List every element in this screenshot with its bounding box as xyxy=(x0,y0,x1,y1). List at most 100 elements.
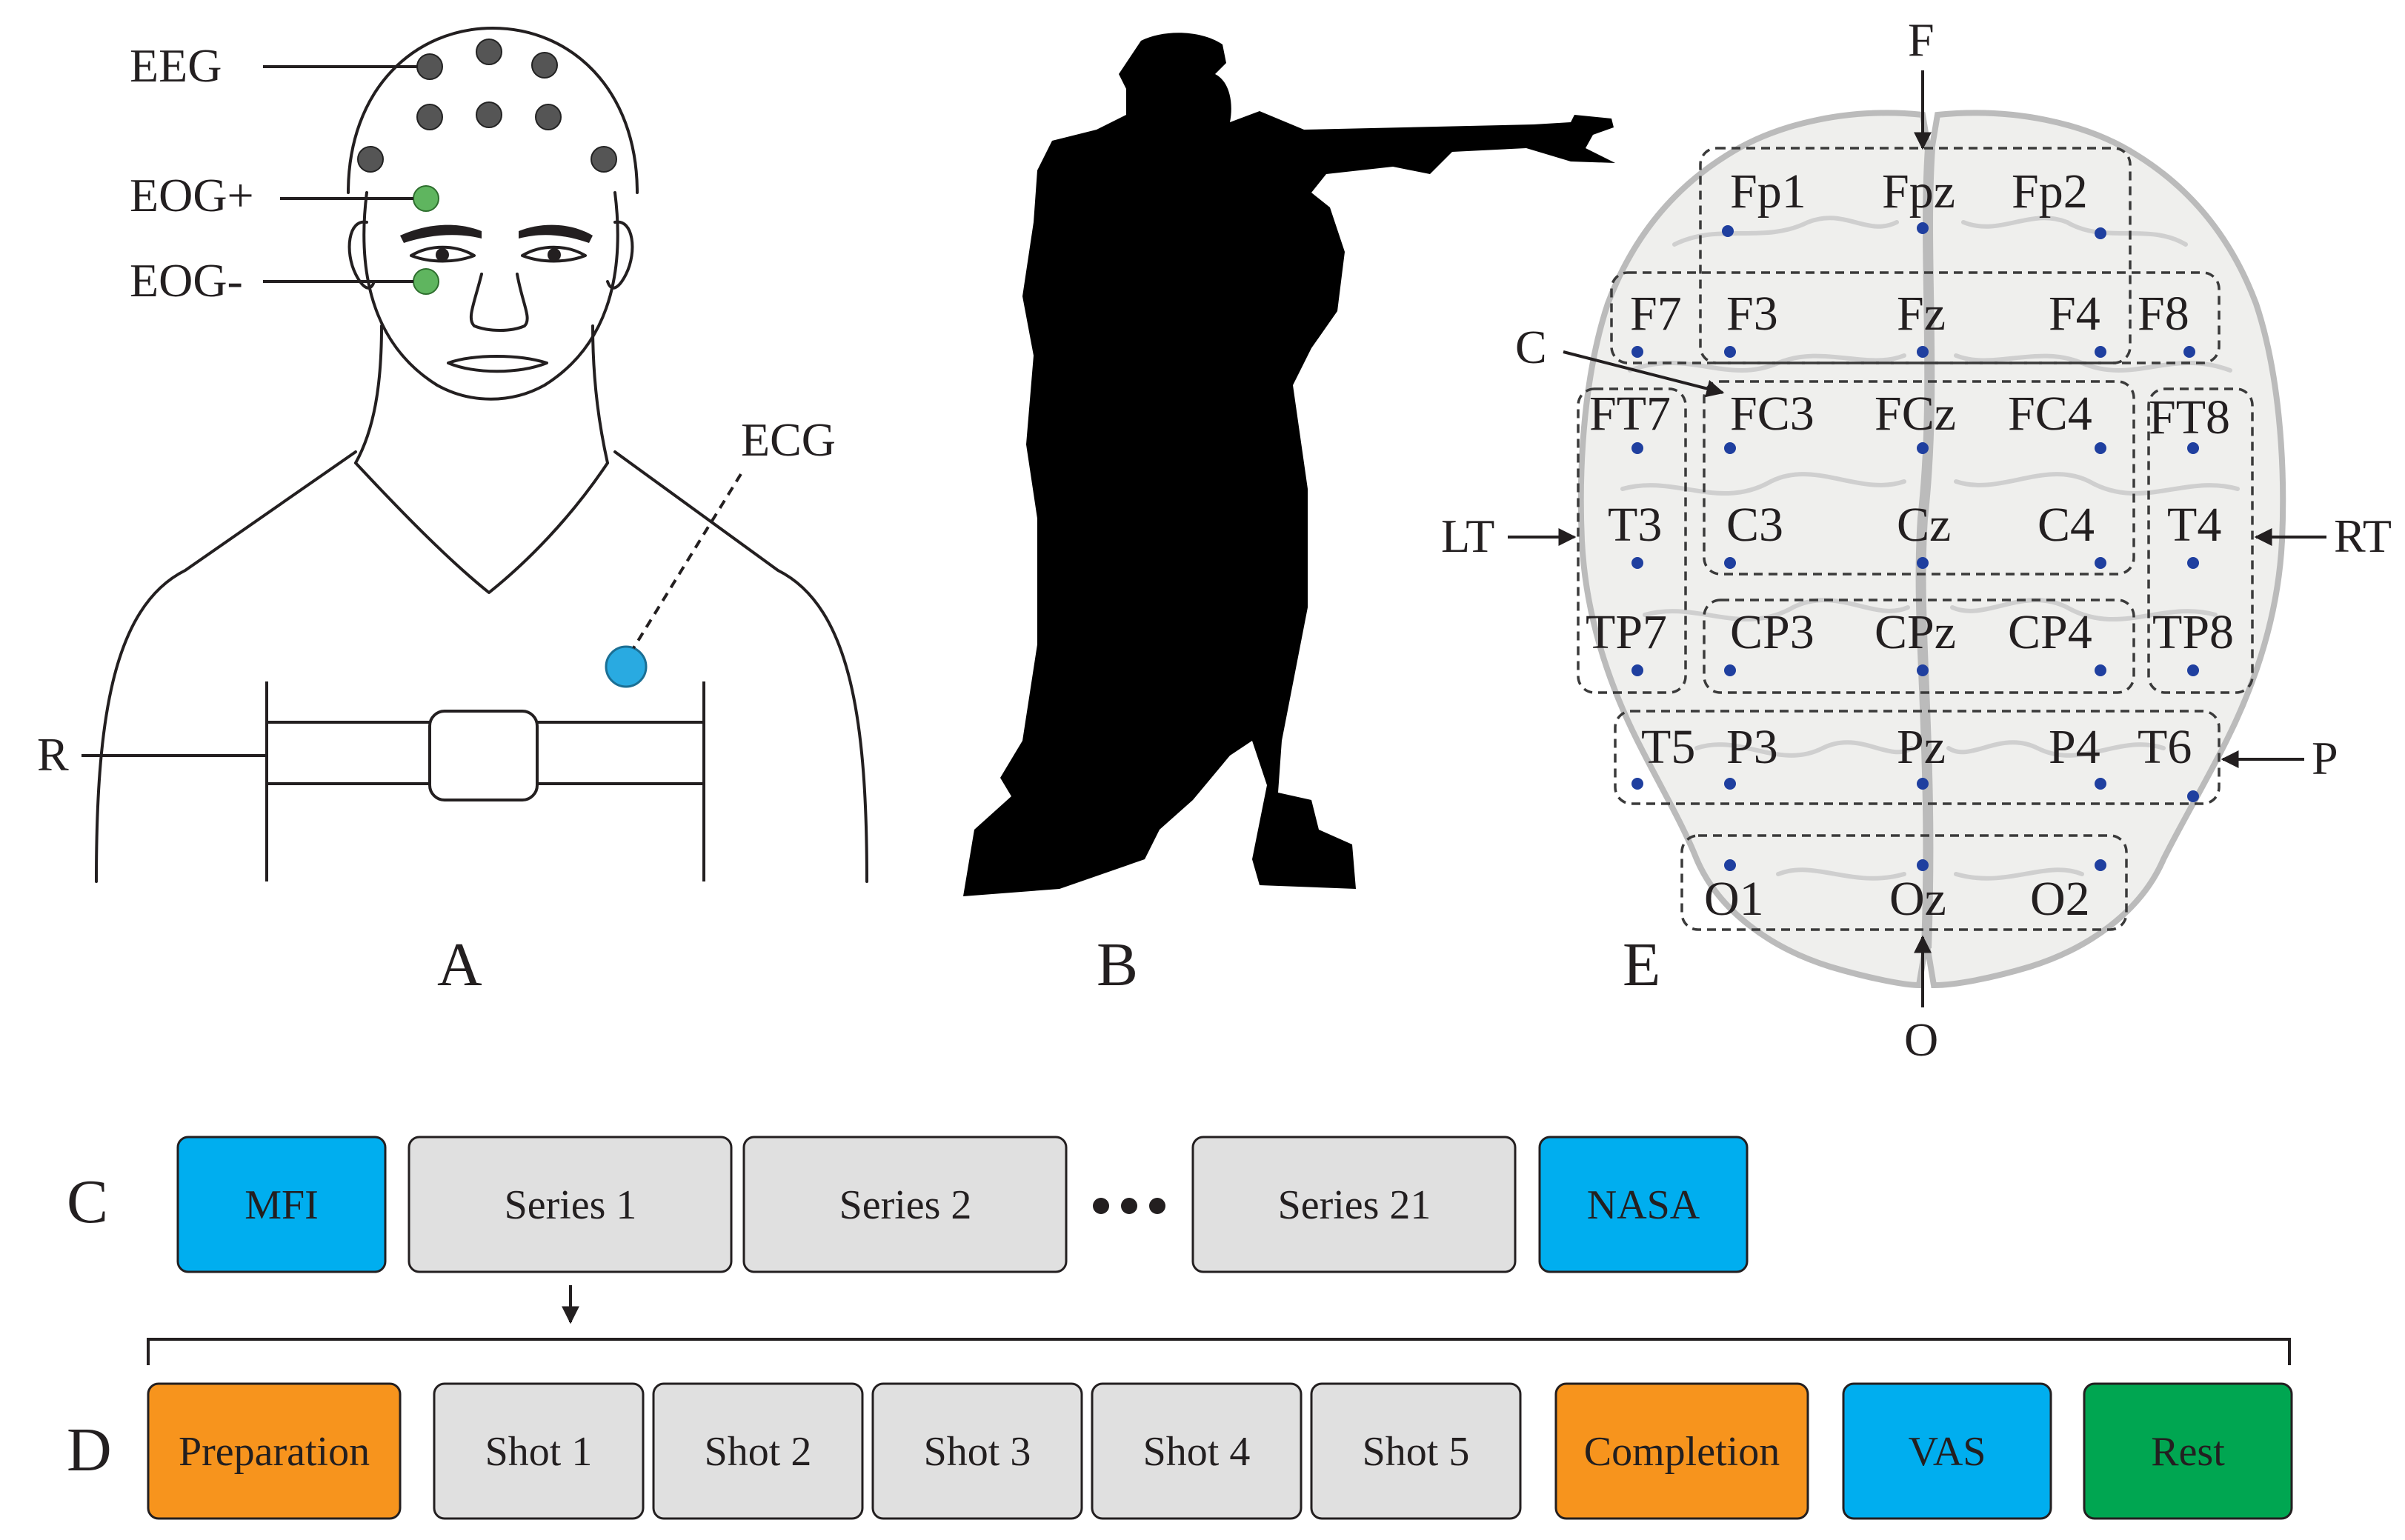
row-c-letter: C xyxy=(67,1167,108,1236)
electrode-ft8: FT8 xyxy=(2149,390,2230,444)
panel-e: Fp1 Fpz Fp2 F7 F3 Fz F4 F8 FT7 FC3 FCz F… xyxy=(1441,13,2392,1066)
box-vas xyxy=(1842,1382,2052,1520)
panel-a-letter: A xyxy=(437,930,482,999)
f-label: F xyxy=(1908,13,1935,66)
electrode-dot xyxy=(1631,346,1643,358)
shooter-silhouette xyxy=(963,33,1615,896)
eog-plus-label: EOG+ xyxy=(130,169,254,221)
strap-sensor xyxy=(428,710,539,801)
electrode-dot xyxy=(2095,227,2106,239)
ellipsis-dot xyxy=(1093,1198,1109,1214)
panel-a: EEG EOG+ EOG- ECG R A xyxy=(37,27,868,999)
box-rest-label: Rest xyxy=(2151,1429,2225,1475)
electrode-cp4: CP4 xyxy=(2008,605,2092,659)
box-series-21 xyxy=(1191,1136,1517,1273)
neck-left xyxy=(354,324,383,464)
electrode-t5: T5 xyxy=(1641,720,1695,774)
eeg-electrode xyxy=(591,146,617,173)
row-d: D Preparation Shot 1 Shot 2 Shot 3 Shot … xyxy=(67,1338,2293,1520)
box-series-1 xyxy=(408,1136,733,1273)
electrode-fc4: FC4 xyxy=(2008,387,2092,441)
row-d-letter: D xyxy=(67,1416,112,1484)
ellipsis-dot xyxy=(1149,1198,1165,1214)
electrodes: Fp1 Fpz Fp2 F7 F3 Fz F4 F8 FT7 FC3 FCz F… xyxy=(1586,164,2234,926)
electrode-f4: F4 xyxy=(2049,287,2100,341)
ellipsis-dot xyxy=(1121,1198,1137,1214)
pupil-right xyxy=(548,248,561,261)
electrode-dot xyxy=(1722,225,1734,237)
box-shot-2-label: Shot 2 xyxy=(705,1429,812,1475)
electrode-p3: P3 xyxy=(1726,720,1778,774)
electrode-f3: F3 xyxy=(1726,287,1778,341)
region-occipital xyxy=(1680,834,2128,931)
eeg-electrode xyxy=(416,53,443,80)
eog-minus-electrode xyxy=(413,268,439,295)
mouth xyxy=(447,355,548,373)
eeg-electrode xyxy=(476,101,502,128)
box-rest xyxy=(2083,1382,2293,1520)
electrode-cz: Cz xyxy=(1897,498,1951,552)
electrode-c3: C3 xyxy=(1726,498,1783,552)
c-label: C xyxy=(1515,321,1547,373)
eeg-electrode xyxy=(531,52,558,79)
box-shot-3 xyxy=(871,1382,1083,1520)
neck-right xyxy=(591,324,609,464)
electrode-dot xyxy=(2187,557,2199,569)
panel-b: B xyxy=(963,33,1615,999)
row-c: C MFI Series 1 Series 2 Series 21 NASA xyxy=(67,1136,1749,1324)
ellipsis xyxy=(1093,1198,1165,1214)
ecg-label: ECG xyxy=(741,413,836,466)
neckline xyxy=(354,461,609,594)
electrode-dot xyxy=(1917,859,1929,871)
box-shot-1-label: Shot 1 xyxy=(485,1429,593,1475)
electrode-fz: Fz xyxy=(1897,287,1946,341)
electrode-cp3: CP3 xyxy=(1730,605,1814,659)
electrode-dot xyxy=(1917,222,1929,234)
region-parietal xyxy=(1614,710,2221,805)
box-shot-5 xyxy=(1310,1382,1522,1520)
rifle-barrel xyxy=(1407,124,1579,139)
eeg-label: EEG xyxy=(130,39,222,92)
electrode-fcz: FCz xyxy=(1875,387,1956,441)
electrode-o1: O1 xyxy=(1704,872,1764,926)
panel-e-letter: E xyxy=(1623,930,1660,999)
box-shot-5-label: Shot 5 xyxy=(1363,1429,1470,1475)
electrode-fc3: FC3 xyxy=(1730,387,1814,441)
panel-b-letter: B xyxy=(1097,930,1138,999)
electrode-dot xyxy=(1917,778,1929,790)
electrode-dot xyxy=(2187,664,2199,676)
ear-left xyxy=(347,220,376,290)
o-label: O xyxy=(1904,1013,1938,1066)
electrode-p4: P4 xyxy=(2049,720,2100,774)
eeg-electrode xyxy=(535,104,562,130)
electrode-dot xyxy=(1631,664,1643,676)
box-shot-1 xyxy=(433,1382,645,1520)
nose xyxy=(469,273,529,332)
ecg-electrode xyxy=(605,645,648,688)
box-preparation xyxy=(147,1382,402,1520)
eeg-electrodes xyxy=(357,39,617,173)
electrode-dot xyxy=(2183,346,2195,358)
box-series-1-label: Series 1 xyxy=(505,1182,637,1228)
electrode-dot xyxy=(1631,778,1643,790)
electrode-dot xyxy=(2095,664,2106,676)
lt-label: LT xyxy=(1441,510,1494,562)
brain-outline xyxy=(1577,110,2286,989)
eeg-electrode xyxy=(357,146,384,173)
rt-label: RT xyxy=(2334,510,2392,562)
pupil-left xyxy=(436,248,449,261)
electrode-oz: Oz xyxy=(1889,872,1946,926)
eyebrow-right xyxy=(519,224,593,243)
electrode-ft7: FT7 xyxy=(1589,387,1671,441)
box-shot-3-label: Shot 3 xyxy=(924,1429,1031,1475)
electrode-dot xyxy=(2187,790,2199,802)
eyebrow-left xyxy=(400,224,482,243)
electrode-t6: T6 xyxy=(2138,720,2192,774)
electrode-f7: F7 xyxy=(1630,287,1682,341)
electrode-o2: O2 xyxy=(2030,872,2090,926)
electrode-cpz: CPz xyxy=(1875,605,1956,659)
box-mfi-label: MFI xyxy=(245,1182,319,1228)
electrode-dot xyxy=(1917,664,1929,676)
electrode-dot xyxy=(1917,442,1929,454)
electrode-c4: C4 xyxy=(2038,498,2095,552)
